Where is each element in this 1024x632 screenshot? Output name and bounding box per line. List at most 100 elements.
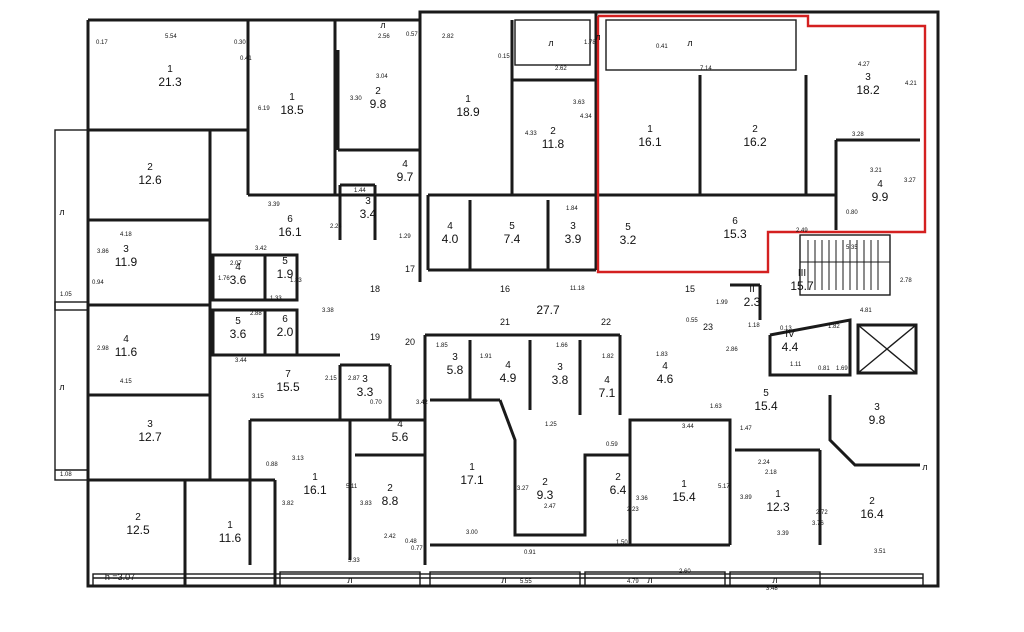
dimension-label: 0.57 bbox=[406, 32, 418, 38]
room-number: 2 bbox=[375, 86, 381, 97]
interior-walls bbox=[88, 12, 920, 586]
dimension-label: 1.84 bbox=[566, 206, 578, 212]
dimension-label: 2.42 bbox=[384, 534, 396, 540]
balcony-label: л bbox=[687, 38, 692, 48]
room-number: 7 bbox=[285, 369, 291, 380]
dimension-label: 2.87 bbox=[348, 376, 360, 382]
dimension-label: 1.47 bbox=[740, 426, 752, 432]
room-number: III bbox=[798, 268, 806, 279]
dimension-label: 0.94 bbox=[92, 280, 104, 286]
dimension-label: 5.35 bbox=[846, 245, 858, 251]
dimension-label: 5.11 bbox=[346, 484, 358, 490]
balcony-label: л bbox=[548, 38, 553, 48]
dimension-label: 3.21 bbox=[870, 168, 882, 174]
dimension-label: 5.33 bbox=[348, 558, 360, 564]
room-area: 11.6 bbox=[219, 531, 242, 545]
dimension-label: 4.33 bbox=[525, 131, 537, 137]
dimension-label: 1.66 bbox=[556, 343, 568, 349]
room-area: 2.3 bbox=[744, 295, 761, 309]
room-area: 4.6 bbox=[657, 372, 674, 386]
room-number: 2 bbox=[147, 162, 153, 173]
room-area: 15.3 bbox=[723, 227, 747, 241]
room-area: 18.5 bbox=[280, 103, 304, 117]
room-area: 15.7 bbox=[790, 279, 814, 293]
room-number: 1 bbox=[227, 520, 233, 531]
dimension-label: 3.04 bbox=[376, 74, 388, 80]
dimension-label: 1.78 bbox=[584, 40, 596, 46]
room-number: 4 bbox=[402, 159, 408, 170]
room-area: 3.4 bbox=[360, 207, 377, 221]
dimension-label: 1.05 bbox=[60, 292, 72, 298]
room-number: 2 bbox=[550, 126, 556, 137]
room-number: 3 bbox=[874, 402, 880, 413]
room-number: 3 bbox=[362, 374, 368, 385]
room-area: 11.6 bbox=[115, 345, 138, 359]
dimension-label: 1.11 bbox=[790, 362, 802, 368]
dimension-label: 4.18 bbox=[120, 232, 132, 238]
dimension-label: 1.25 bbox=[545, 422, 557, 428]
dimension-label: 4.15 bbox=[120, 379, 132, 385]
dimension-label: 0.48 bbox=[405, 539, 417, 545]
dimension-label: 3.76 bbox=[812, 521, 824, 527]
room-number: 2 bbox=[135, 512, 141, 523]
highlighted-unit-outline bbox=[596, 14, 927, 274]
room-number: 1 bbox=[312, 472, 318, 483]
dimension-label: 2.60 bbox=[679, 569, 691, 575]
room-number: 4 bbox=[123, 334, 129, 345]
dimension-label: 0.41 bbox=[656, 44, 668, 50]
dimension-label: 3.83 bbox=[360, 501, 372, 507]
dimension-label: 1.83 bbox=[290, 278, 302, 284]
dimension-label: 5.54 bbox=[165, 34, 177, 40]
dimension-label: 3.89 bbox=[740, 495, 752, 501]
dimension-label: 3.82 bbox=[282, 501, 294, 507]
dimension-label: 3.38 bbox=[322, 308, 334, 314]
room-area: 3.6 bbox=[230, 327, 247, 341]
room-number: 3 bbox=[570, 221, 576, 232]
corridor-tag: 17 bbox=[405, 264, 415, 274]
room-area: 9.3 bbox=[537, 488, 554, 502]
room-number: 2 bbox=[615, 472, 621, 483]
dimension-label: 2.88 bbox=[250, 311, 262, 317]
dimension-label: 3.28 bbox=[852, 132, 864, 138]
room-number: 3 bbox=[865, 72, 871, 83]
room-area: 18.2 bbox=[856, 83, 880, 97]
balcony-label: л bbox=[59, 207, 64, 217]
dimension-label: 2.78 bbox=[900, 278, 912, 284]
room-area: 15.4 bbox=[754, 399, 778, 413]
room-number: 4 bbox=[397, 419, 403, 430]
room-area: 16.2 bbox=[743, 135, 767, 149]
dimension-label: 0.77 bbox=[411, 546, 423, 552]
dimension-label: 3.27 bbox=[904, 178, 916, 184]
dimension-label: 0.55 bbox=[686, 318, 698, 324]
room-area: 18.9 bbox=[456, 105, 480, 119]
corridor-tag: 22 bbox=[601, 317, 611, 327]
room-area: 3.6 bbox=[230, 273, 247, 287]
dimension-label: 3.39 bbox=[777, 531, 789, 537]
dimension-label: 3.13 bbox=[292, 456, 304, 462]
room-area: 15.4 bbox=[672, 490, 696, 504]
dimension-label: 3.27 bbox=[517, 486, 529, 492]
dimension-label: 2.15 bbox=[325, 376, 337, 382]
room-area: 7.1 bbox=[599, 386, 616, 400]
room-area: 12.6 bbox=[138, 173, 162, 187]
room-area: 4.0 bbox=[442, 232, 459, 246]
dimension-label: 0.30 bbox=[234, 40, 246, 46]
dimension-label: 3.39 bbox=[268, 202, 280, 208]
dimension-label: 1.85 bbox=[436, 343, 448, 349]
room-number: 3 bbox=[452, 352, 458, 363]
dimension-label: 0.70 bbox=[370, 400, 382, 406]
room-area: 4.9 bbox=[500, 371, 517, 385]
room-number: 6 bbox=[287, 214, 293, 225]
dimension-label: 1.83 bbox=[656, 352, 668, 358]
dimension-label: 4.79 bbox=[627, 579, 639, 585]
room-area: 16.1 bbox=[638, 135, 662, 149]
room-number: 4 bbox=[877, 179, 883, 190]
dimension-label: 2.24 bbox=[758, 460, 770, 466]
room-number: 5 bbox=[235, 316, 241, 327]
room-number: 3 bbox=[123, 244, 129, 255]
dimension-label: 2.47 bbox=[544, 504, 556, 510]
room-area: 27.7 bbox=[536, 303, 560, 317]
